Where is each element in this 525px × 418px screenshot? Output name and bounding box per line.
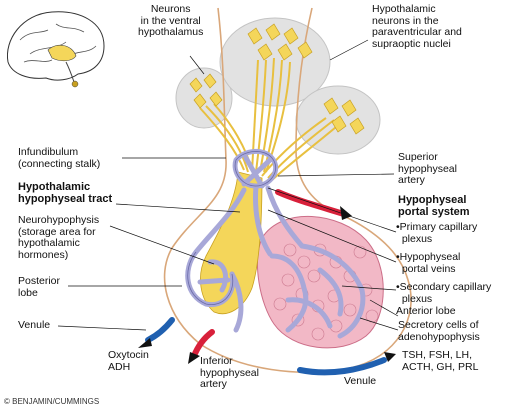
label-secondary-plexus: •Secondary capillary plexus: [396, 281, 492, 305]
paraventricular-bubble: [219, 17, 331, 107]
label-inferior-artery: Inferior hypophyseal artery: [200, 355, 259, 390]
superior-artery-arrow-icon: [340, 206, 352, 220]
label-oxytocin-adh: Oxytocin ADH: [108, 349, 149, 373]
label-hypothalamic-neurons: Hypothalamic neurons in the paraventricu…: [372, 3, 462, 50]
label-tsh-list: TSH, FSH, LH, ACTH, GH, PRL: [402, 349, 479, 373]
label-anterior-lobe: Anterior lobe: [396, 305, 456, 317]
label-superior-artery: Superior hypophyseal artery: [398, 151, 457, 186]
tsh-arrow-icon: [384, 352, 396, 362]
label-venule-left: Venule: [18, 319, 51, 331]
label-neurohypophysis: Neurohypophysis (storage area for hypoth…: [18, 214, 100, 261]
capillary-network-outline: [187, 151, 277, 305]
venule-left-vessel: [145, 317, 175, 343]
label-portal-veins: •Hypophyseal portal veins: [396, 251, 461, 275]
credit-text: © BENJAMIN/CUMMINGS: [4, 397, 100, 406]
label-ventral-neurons: Neurons in the ventral hypothalamus: [138, 3, 204, 38]
anterior-lobe-shape: [257, 216, 384, 349]
label-hypothalamic-tract: Hypothalamic hypophyseal tract: [18, 181, 113, 205]
label-portal-system: Hypophyseal portal system: [398, 194, 470, 218]
venule-bottom-vessel: [297, 357, 387, 376]
brain-thumbnail-icon: [6, 11, 105, 88]
neuron-cell-bodies: [189, 23, 365, 135]
label-primary-plexus: •Primary capillary plexus: [396, 221, 478, 245]
label-secretory-cells: Secretory cells of adenohypophysis: [398, 319, 480, 343]
ventral-neurons-bubble: [175, 67, 233, 129]
inferior-artery-arrow-icon: [188, 352, 200, 364]
label-posterior-lobe: Posterior lobe: [18, 275, 61, 299]
inferior-artery-vessel: [191, 329, 215, 359]
label-infundibulum: Infundibulum (connecting stalk): [18, 146, 101, 170]
leader-lines: [57, 39, 399, 331]
oxytocin-arrow-icon: [138, 338, 152, 348]
posterior-lobe-fibers: [200, 171, 263, 314]
label-venule-bottom: Venule: [344, 375, 377, 387]
